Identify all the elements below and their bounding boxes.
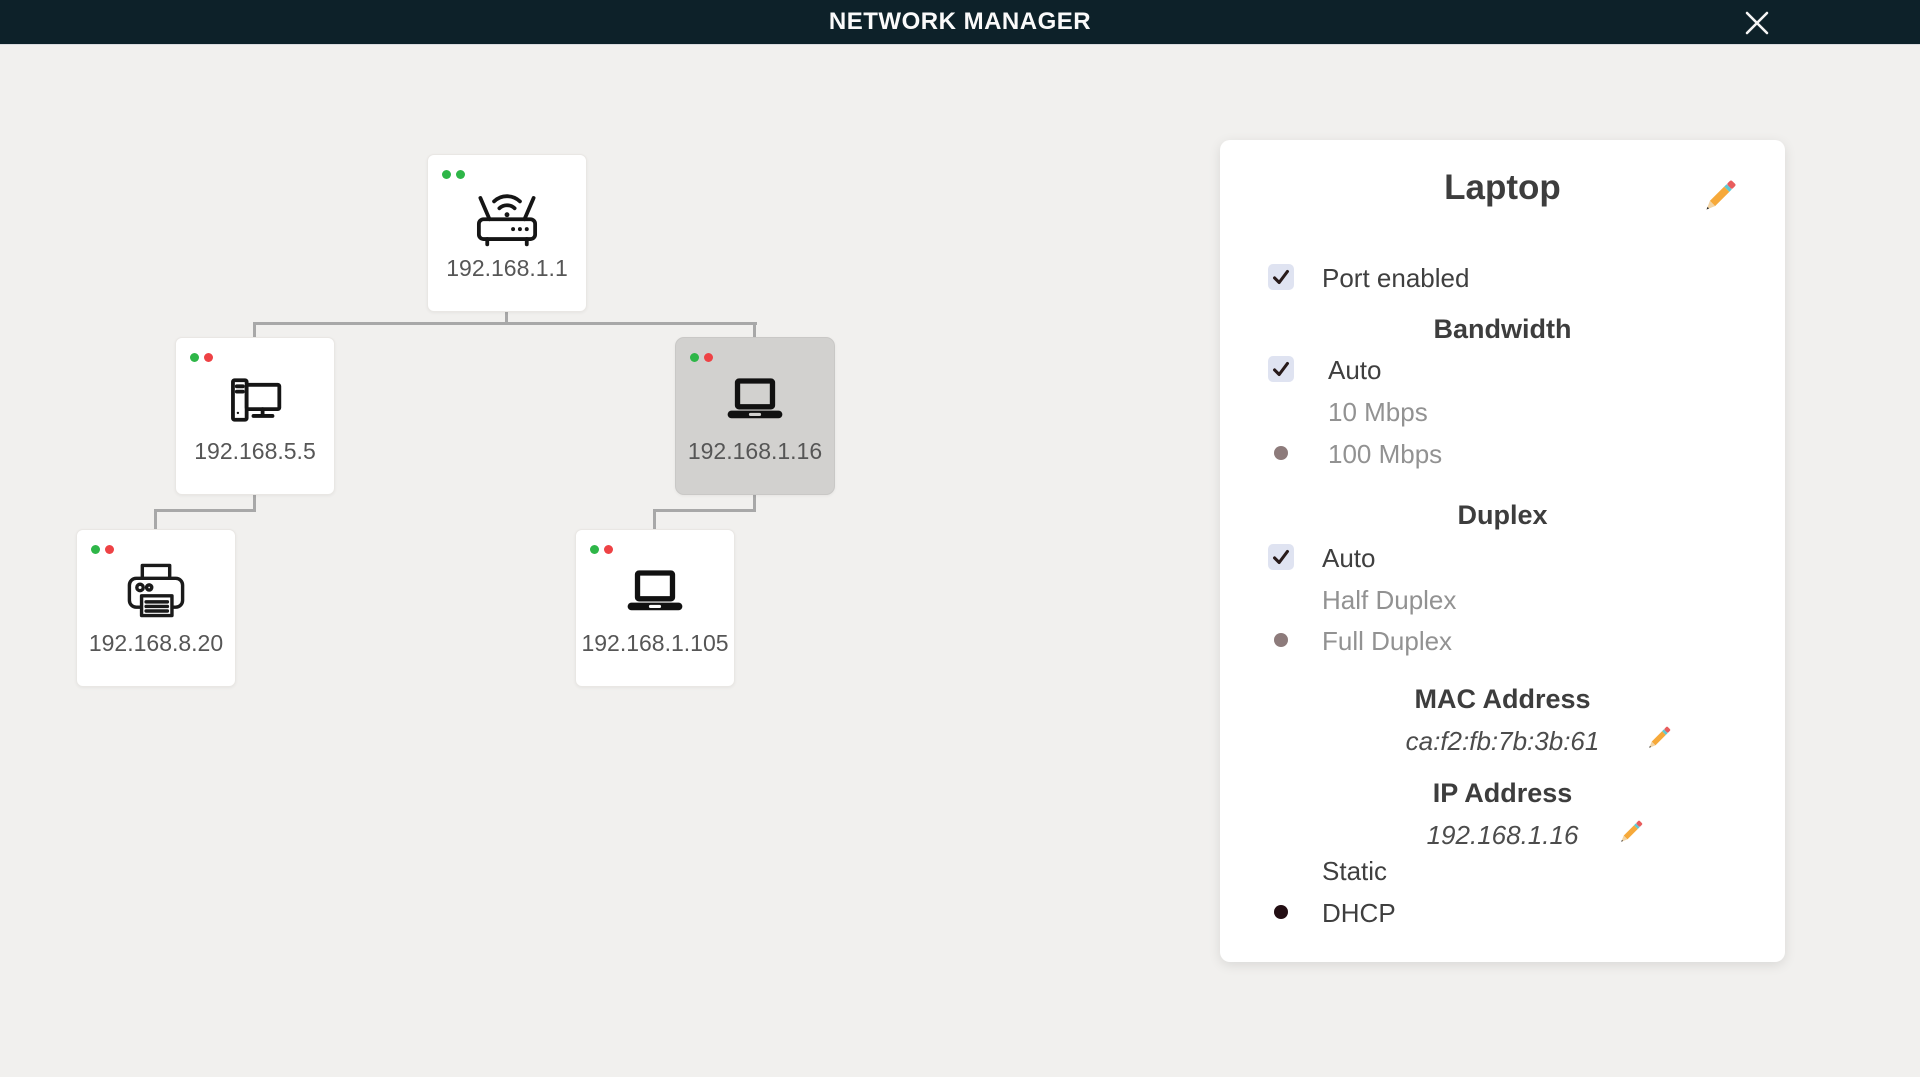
node-ip: 192.168.5.5 [194, 438, 316, 464]
bandwidth-10mbps-label[interactable]: 10 Mbps [1328, 397, 1428, 427]
port-enabled-label[interactable]: Port enabled [1322, 263, 1470, 293]
node-laptop-105[interactable]: 192.168.1.105 [575, 529, 735, 687]
status-dot-green [456, 170, 465, 179]
bandwidth-100mbps-label[interactable]: 100 Mbps [1328, 439, 1443, 469]
status-dots [190, 353, 213, 362]
connector-laptop16-stub [753, 495, 756, 511]
app-header: NETWORK MANAGER [0, 0, 1920, 45]
connector-router-stub [505, 312, 508, 324]
status-dots [442, 170, 465, 179]
ip-mode-static-label[interactable]: Static [1322, 856, 1388, 886]
port-enabled-checkbox[interactable] [1268, 264, 1294, 290]
status-dot-green [690, 353, 699, 362]
bandwidth-auto-checkbox[interactable] [1268, 356, 1294, 382]
checkmark-icon [1273, 361, 1289, 377]
duplex-auto-checkbox[interactable] [1268, 544, 1294, 570]
device-settings-panel: Laptop Port enabled Bandwidth Auto 10 Mb [1220, 140, 1785, 962]
bandwidth-auto-label[interactable]: Auto [1328, 355, 1382, 385]
status-dot-green [442, 170, 451, 179]
duplex-heading: Duplex [1457, 500, 1548, 530]
router-icon [476, 194, 538, 247]
status-dot-red [105, 545, 114, 554]
app-title: NETWORK MANAGER [828, 8, 1092, 35]
node-printer[interactable]: 192.168.8.20 [76, 529, 236, 687]
panel-title: Laptop [1444, 168, 1561, 207]
checkmark-icon [1273, 549, 1289, 565]
edit-name-pencil-icon[interactable] [1698, 174, 1742, 218]
status-dot-red [204, 353, 213, 362]
status-dot-red [704, 353, 713, 362]
node-laptop-16[interactable]: 192.168.1.16 [675, 337, 835, 495]
mac-address-value: ca:f2:fb:7b:3b:61 [1405, 726, 1600, 756]
node-router[interactable]: 192.168.1.1 [427, 154, 587, 312]
laptop-icon [727, 378, 783, 419]
connector-desktop-stub [253, 495, 256, 511]
edit-ip-pencil-icon[interactable] [1615, 816, 1647, 848]
status-dot-green [590, 545, 599, 554]
connector-drop-laptop16 [753, 322, 756, 337]
status-dot-green [91, 545, 100, 554]
connector-drop-laptop105 [653, 509, 656, 529]
bandwidth-heading: Bandwidth [1433, 314, 1572, 344]
status-dot-green [190, 353, 199, 362]
laptop-icon [627, 570, 683, 611]
status-dots [91, 545, 114, 554]
desktop-icon [231, 378, 282, 422]
node-desktop[interactable]: 192.168.5.5 [175, 337, 335, 495]
connector-drop-desktop [253, 322, 256, 337]
close-icon [1745, 11, 1769, 35]
duplex-full-label[interactable]: Full Duplex [1322, 626, 1453, 656]
duplex-half-label[interactable]: Half Duplex [1322, 585, 1457, 615]
connector-rail-level1 [253, 322, 757, 325]
status-dot-red [604, 545, 613, 554]
close-button[interactable] [1740, 6, 1774, 40]
connector-drop-printer [154, 509, 157, 529]
connector-rail-printer [154, 509, 256, 512]
ip-mode-dhcp-label[interactable]: DHCP [1322, 898, 1396, 928]
status-dots [590, 545, 613, 554]
ip-address-value: 192.168.1.16 [1426, 820, 1579, 850]
status-dots [690, 353, 713, 362]
node-ip: 192.168.1.1 [446, 255, 568, 281]
duplex-auto-label[interactable]: Auto [1322, 543, 1376, 573]
node-ip: 192.168.8.20 [88, 630, 224, 656]
node-ip: 192.168.1.105 [581, 630, 729, 656]
checkmark-icon [1273, 269, 1289, 285]
mac-address-heading: MAC Address [1414, 684, 1591, 714]
ip-address-heading: IP Address [1432, 778, 1573, 808]
connector-rail-laptop105 [653, 509, 756, 512]
node-ip: 192.168.1.16 [687, 438, 823, 464]
edit-mac-pencil-icon[interactable] [1643, 722, 1675, 754]
printer-icon [127, 563, 185, 618]
